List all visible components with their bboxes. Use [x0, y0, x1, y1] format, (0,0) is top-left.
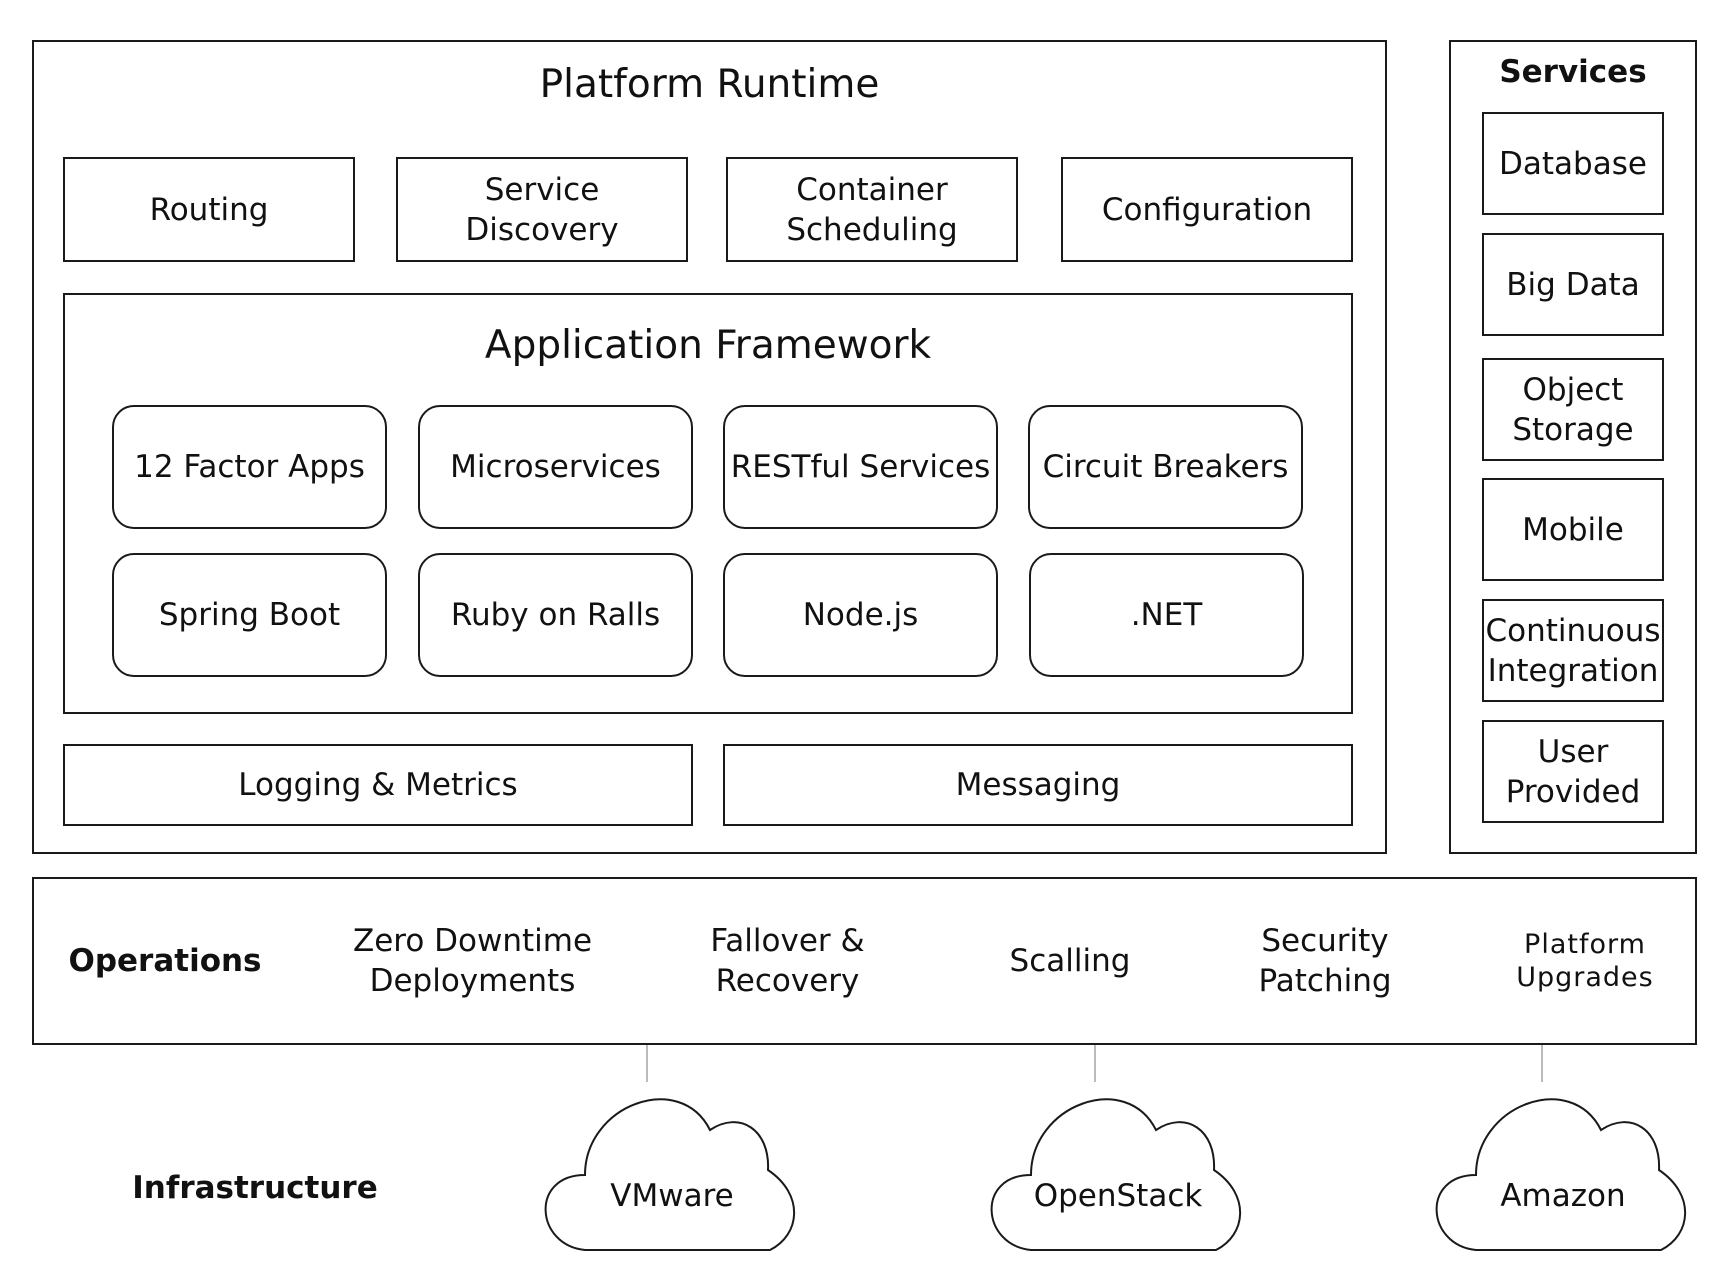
service-user-provided-box: User Provided — [1482, 720, 1664, 823]
cloud-vmware-label: VMware — [610, 1178, 733, 1214]
ops-zero-downtime-deployments: Zero Downtime Deployments — [352, 923, 593, 999]
messaging-box: Messaging — [723, 744, 1353, 826]
service-object-storage-box: Object Storage — [1482, 358, 1664, 461]
cloud-openstack-label: OpenStack — [1034, 1178, 1203, 1214]
circuit-breakers-box: Circuit Breakers — [1028, 405, 1303, 529]
service-database-box: Database — [1482, 112, 1664, 215]
twelve-factor-apps-box: 12 Factor Apps — [112, 405, 387, 529]
microservices-box: Microservices — [418, 405, 693, 529]
service-mobile-box: Mobile — [1482, 478, 1664, 581]
ops-platform-upgrades: Platform Upgrades — [1516, 929, 1654, 993]
service-discovery-box: Service Discovery — [396, 157, 688, 262]
application-framework-title: Application Framework — [484, 323, 932, 368]
container-scheduling-box: Container Scheduling — [726, 157, 1018, 262]
ops-scalling: Scalling — [1009, 943, 1131, 979]
spring-boot-box: Spring Boot — [112, 553, 387, 677]
ops-security-patching: Security Patching — [1258, 923, 1392, 999]
infrastructure-title: Infrastructure — [132, 1170, 378, 1206]
configuration-box: Configuration — [1061, 157, 1353, 262]
cloud-openstack-shape — [990, 1098, 1242, 1251]
routing-box: Routing — [63, 157, 355, 262]
logging-metrics-box: Logging & Metrics — [63, 744, 693, 826]
cloud-vmware-shape — [544, 1098, 796, 1251]
cloud-amazon-label: Amazon — [1500, 1178, 1625, 1214]
ruby-on-ralls-box: Ruby on Ralls — [418, 553, 693, 677]
operations-title: Operations — [68, 943, 262, 979]
restful-services-box: RESTful Services — [723, 405, 998, 529]
platform-runtime-title: Platform Runtime — [539, 62, 880, 107]
operations-panel — [32, 877, 1697, 1045]
dotnet-box: .NET — [1029, 553, 1304, 677]
cloud-amazon-shape — [1435, 1098, 1687, 1251]
ops-fallover-recovery: Fallover & Recovery — [710, 923, 865, 999]
services-title: Services — [1499, 54, 1647, 90]
service-big-data-box: Big Data — [1482, 233, 1664, 336]
service-continuous-integration-box: Continuous Integration — [1482, 599, 1664, 702]
nodejs-box: Node.js — [723, 553, 998, 677]
